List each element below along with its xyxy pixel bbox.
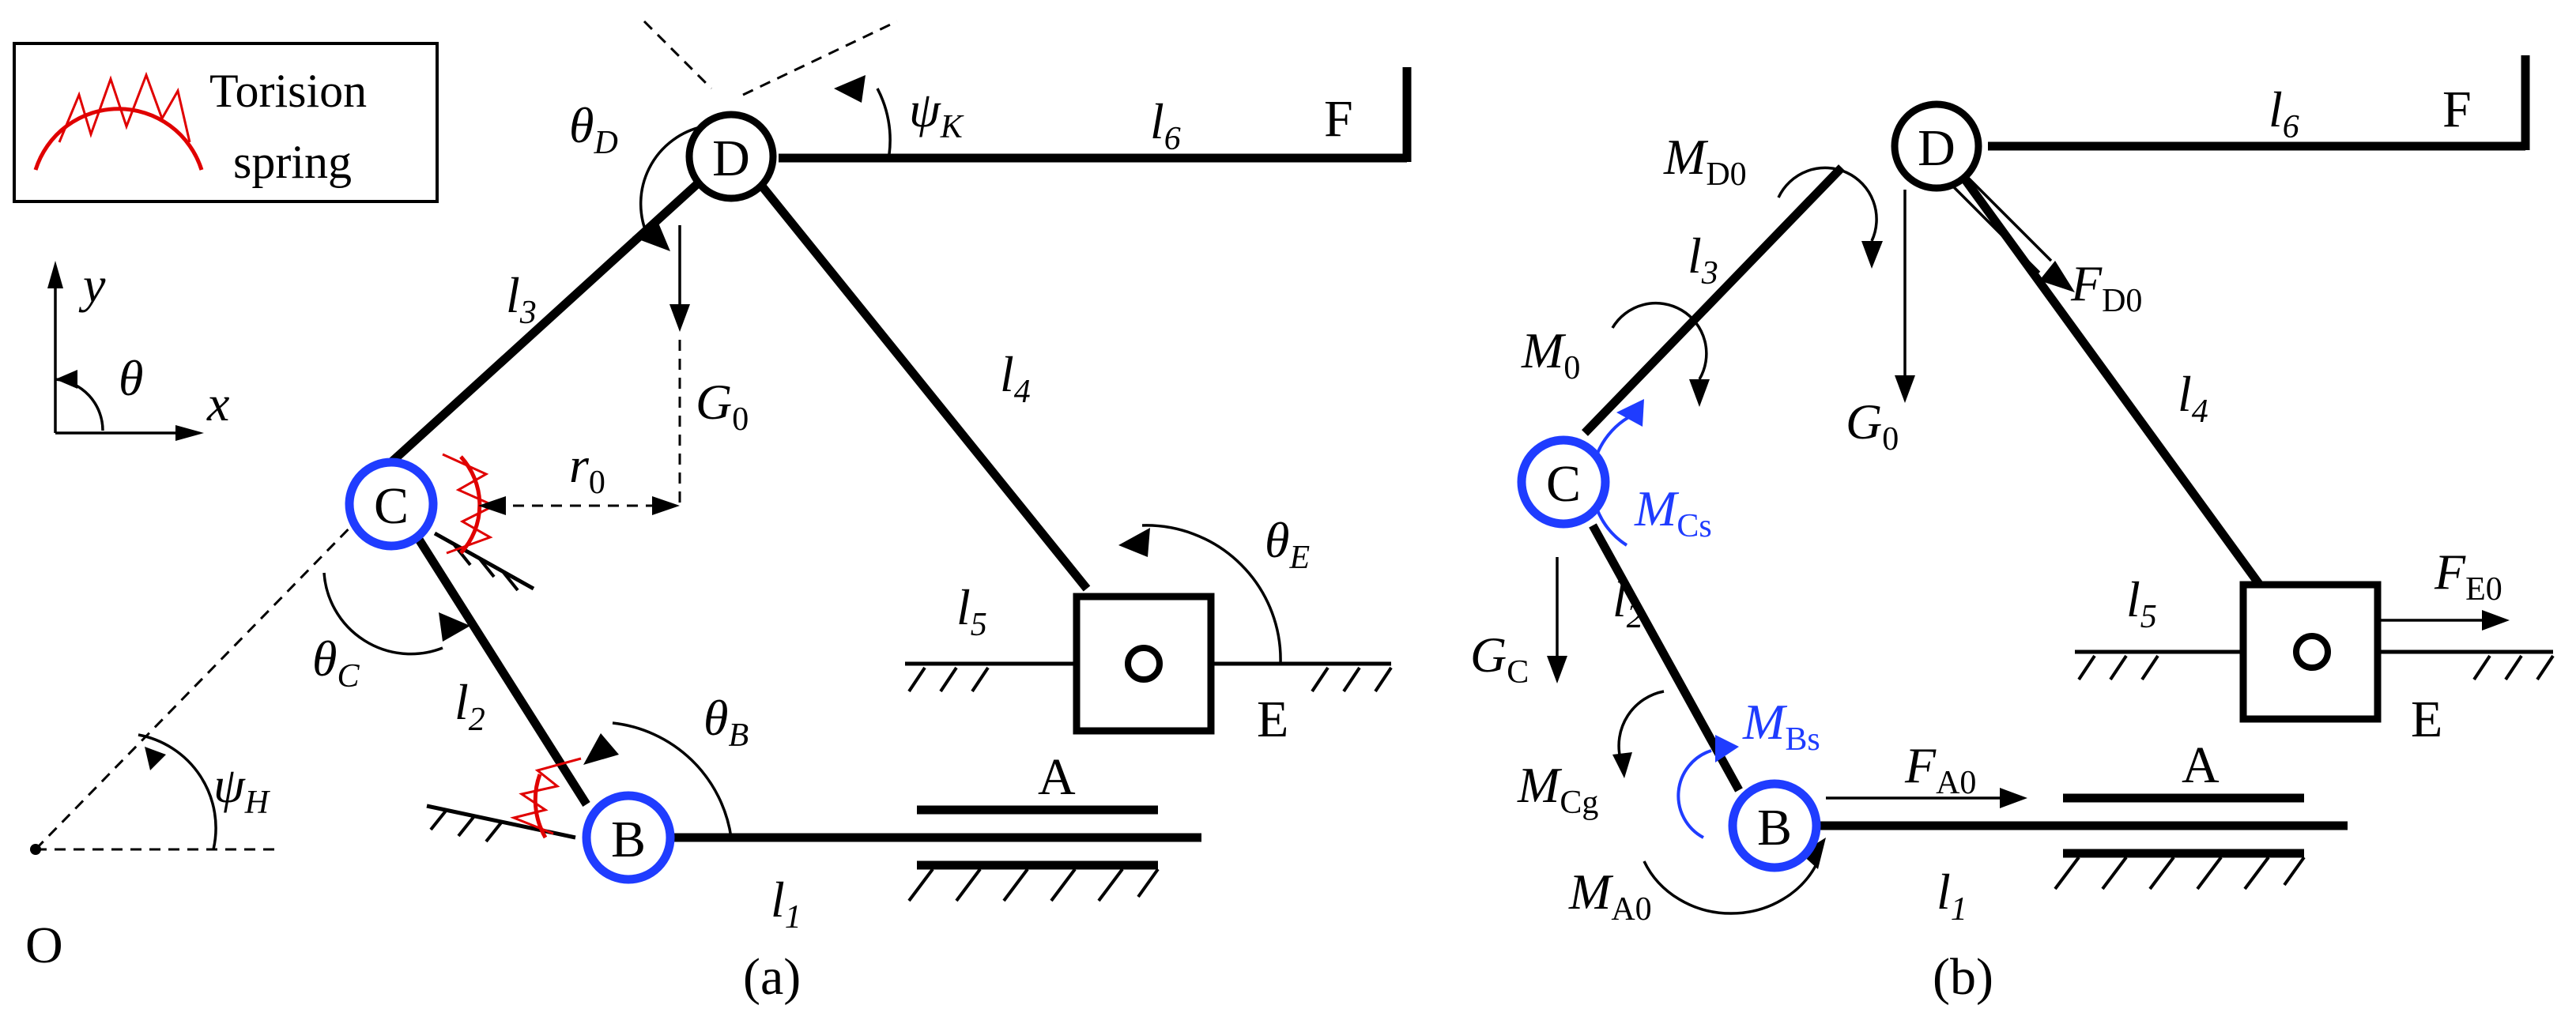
dashed-line-OC — [34, 512, 365, 851]
label-G0-b: G0 — [1846, 393, 1899, 457]
label-MCg: MCg — [1517, 757, 1598, 821]
caption-b: (b) — [1933, 948, 1993, 1006]
label-theta-C: θC — [312, 631, 360, 695]
angle-psi-H — [138, 733, 217, 850]
label-l2-b: l2 — [1612, 571, 1643, 635]
caption-a: (a) — [743, 948, 801, 1006]
angle-theta-B — [583, 721, 733, 838]
label-GC: GC — [1470, 627, 1529, 691]
label-l6-b: l6 — [2269, 81, 2299, 145]
point-O-dot — [30, 844, 41, 855]
label-psi-H: ψH — [213, 757, 271, 821]
point-E-label: E — [1257, 691, 1288, 748]
force-FE0-arrow — [2379, 610, 2510, 631]
label-theta-B: θB — [703, 690, 749, 754]
label-l4-b: l4 — [2178, 366, 2208, 430]
label-G0: G0 — [696, 374, 749, 438]
force-FD0-arrow — [1947, 168, 2075, 292]
joint-D-b — [1891, 100, 1982, 192]
label-MBs: MBs — [1742, 694, 1820, 758]
label-FE0: FE0 — [2434, 544, 2502, 608]
ground-B — [426, 804, 576, 843]
link-l3 — [388, 164, 718, 466]
joint-D-b-label: D — [1918, 119, 1956, 177]
joint-B-b — [1728, 779, 1821, 872]
point-A-label: A — [1038, 748, 1076, 806]
label-MD0: MD0 — [1663, 129, 1747, 193]
panel-b: D C B F E A l6 l3 l4 l5 l2 l1 MD0 FD0 M0… — [1470, 55, 2555, 1006]
axis-theta-label: θ — [119, 350, 143, 406]
legend-label-line2: spring — [233, 136, 352, 188]
link-l2-b — [1589, 523, 1743, 793]
torsion-spring-B — [510, 757, 582, 839]
label-l5: l5 — [956, 579, 987, 643]
joint-B-label: B — [611, 811, 646, 868]
label-M0: M0 — [1521, 322, 1580, 386]
label-psi-K: ψK — [909, 81, 964, 145]
panel-a: D C B F E A O l6 l3 l4 l5 l2 l1 θD ψK θC… — [25, 20, 1412, 1006]
label-l3-b: l3 — [1688, 228, 1718, 292]
joint-B-b-label: B — [1757, 799, 1792, 857]
joint-C-b — [1517, 435, 1610, 529]
legend-label-line1: Torision — [209, 65, 367, 117]
joint-C-b-label: C — [1546, 455, 1581, 513]
link-l3-b — [1582, 164, 1845, 436]
force-FA0-arrow — [1826, 788, 2027, 808]
axis-y-label: y — [78, 257, 106, 313]
label-MA0: MA0 — [1568, 864, 1652, 928]
link-l4-b — [1952, 164, 2292, 627]
dashed-line-D-left — [643, 20, 713, 90]
point-O-label: O — [25, 917, 63, 974]
moment-MCg — [1612, 690, 1665, 778]
joint-B — [582, 791, 675, 884]
label-l2: l2 — [454, 674, 485, 738]
angle-theta-E — [1118, 524, 1282, 665]
axis-x-label: x — [206, 375, 229, 431]
joint-D — [685, 111, 777, 202]
angle-theta-D — [632, 125, 704, 251]
dimension-r0 — [478, 496, 680, 515]
link-l2 — [409, 527, 590, 807]
label-r0: r0 — [569, 437, 605, 501]
label-l1-b: l1 — [1937, 864, 1967, 928]
moment-MBs — [1676, 735, 1739, 839]
label-FD0: FD0 — [2070, 255, 2142, 319]
guide-A-b — [2054, 793, 2306, 890]
force-G0-arrow — [669, 225, 690, 332]
force-G0-arrow-b — [1895, 375, 1915, 403]
joint-C-label: C — [374, 477, 409, 535]
link-l4 — [743, 164, 1091, 592]
label-theta-D: θD — [569, 97, 618, 161]
joint-C — [345, 457, 438, 551]
angle-theta-C — [322, 572, 470, 656]
joint-D-label: D — [712, 130, 750, 187]
label-MCs: MCs — [1634, 480, 1712, 544]
guide-A — [907, 805, 1160, 902]
label-FA0: FA0 — [1904, 737, 1976, 801]
point-F-b-label: F — [2442, 81, 2472, 138]
slider-E — [905, 593, 1393, 735]
label-l1: l1 — [771, 872, 801, 936]
angle-psi-K — [834, 75, 892, 155]
label-l4: l4 — [1000, 346, 1031, 410]
point-F-label: F — [1324, 90, 1353, 148]
label-theta-E: θE — [1265, 512, 1310, 576]
moment-MA0 — [1643, 838, 1826, 915]
force-GC-arrow — [1547, 557, 1567, 683]
point-A-b-label: A — [2182, 736, 2220, 794]
point-E-b-label: E — [2411, 691, 2442, 748]
label-l6: l6 — [1150, 93, 1181, 157]
moment-MD0 — [1777, 166, 1883, 269]
label-l3: l3 — [506, 267, 537, 331]
dashed-line-D-right — [742, 20, 898, 96]
coordinate-axes: y x θ — [47, 257, 229, 441]
moment-M0 — [1611, 301, 1710, 407]
slider-E-b — [2075, 581, 2555, 723]
torsion-spring-icon — [33, 71, 204, 171]
label-l5-b: l5 — [2126, 571, 2157, 635]
legend: Torision spring — [13, 42, 439, 203]
